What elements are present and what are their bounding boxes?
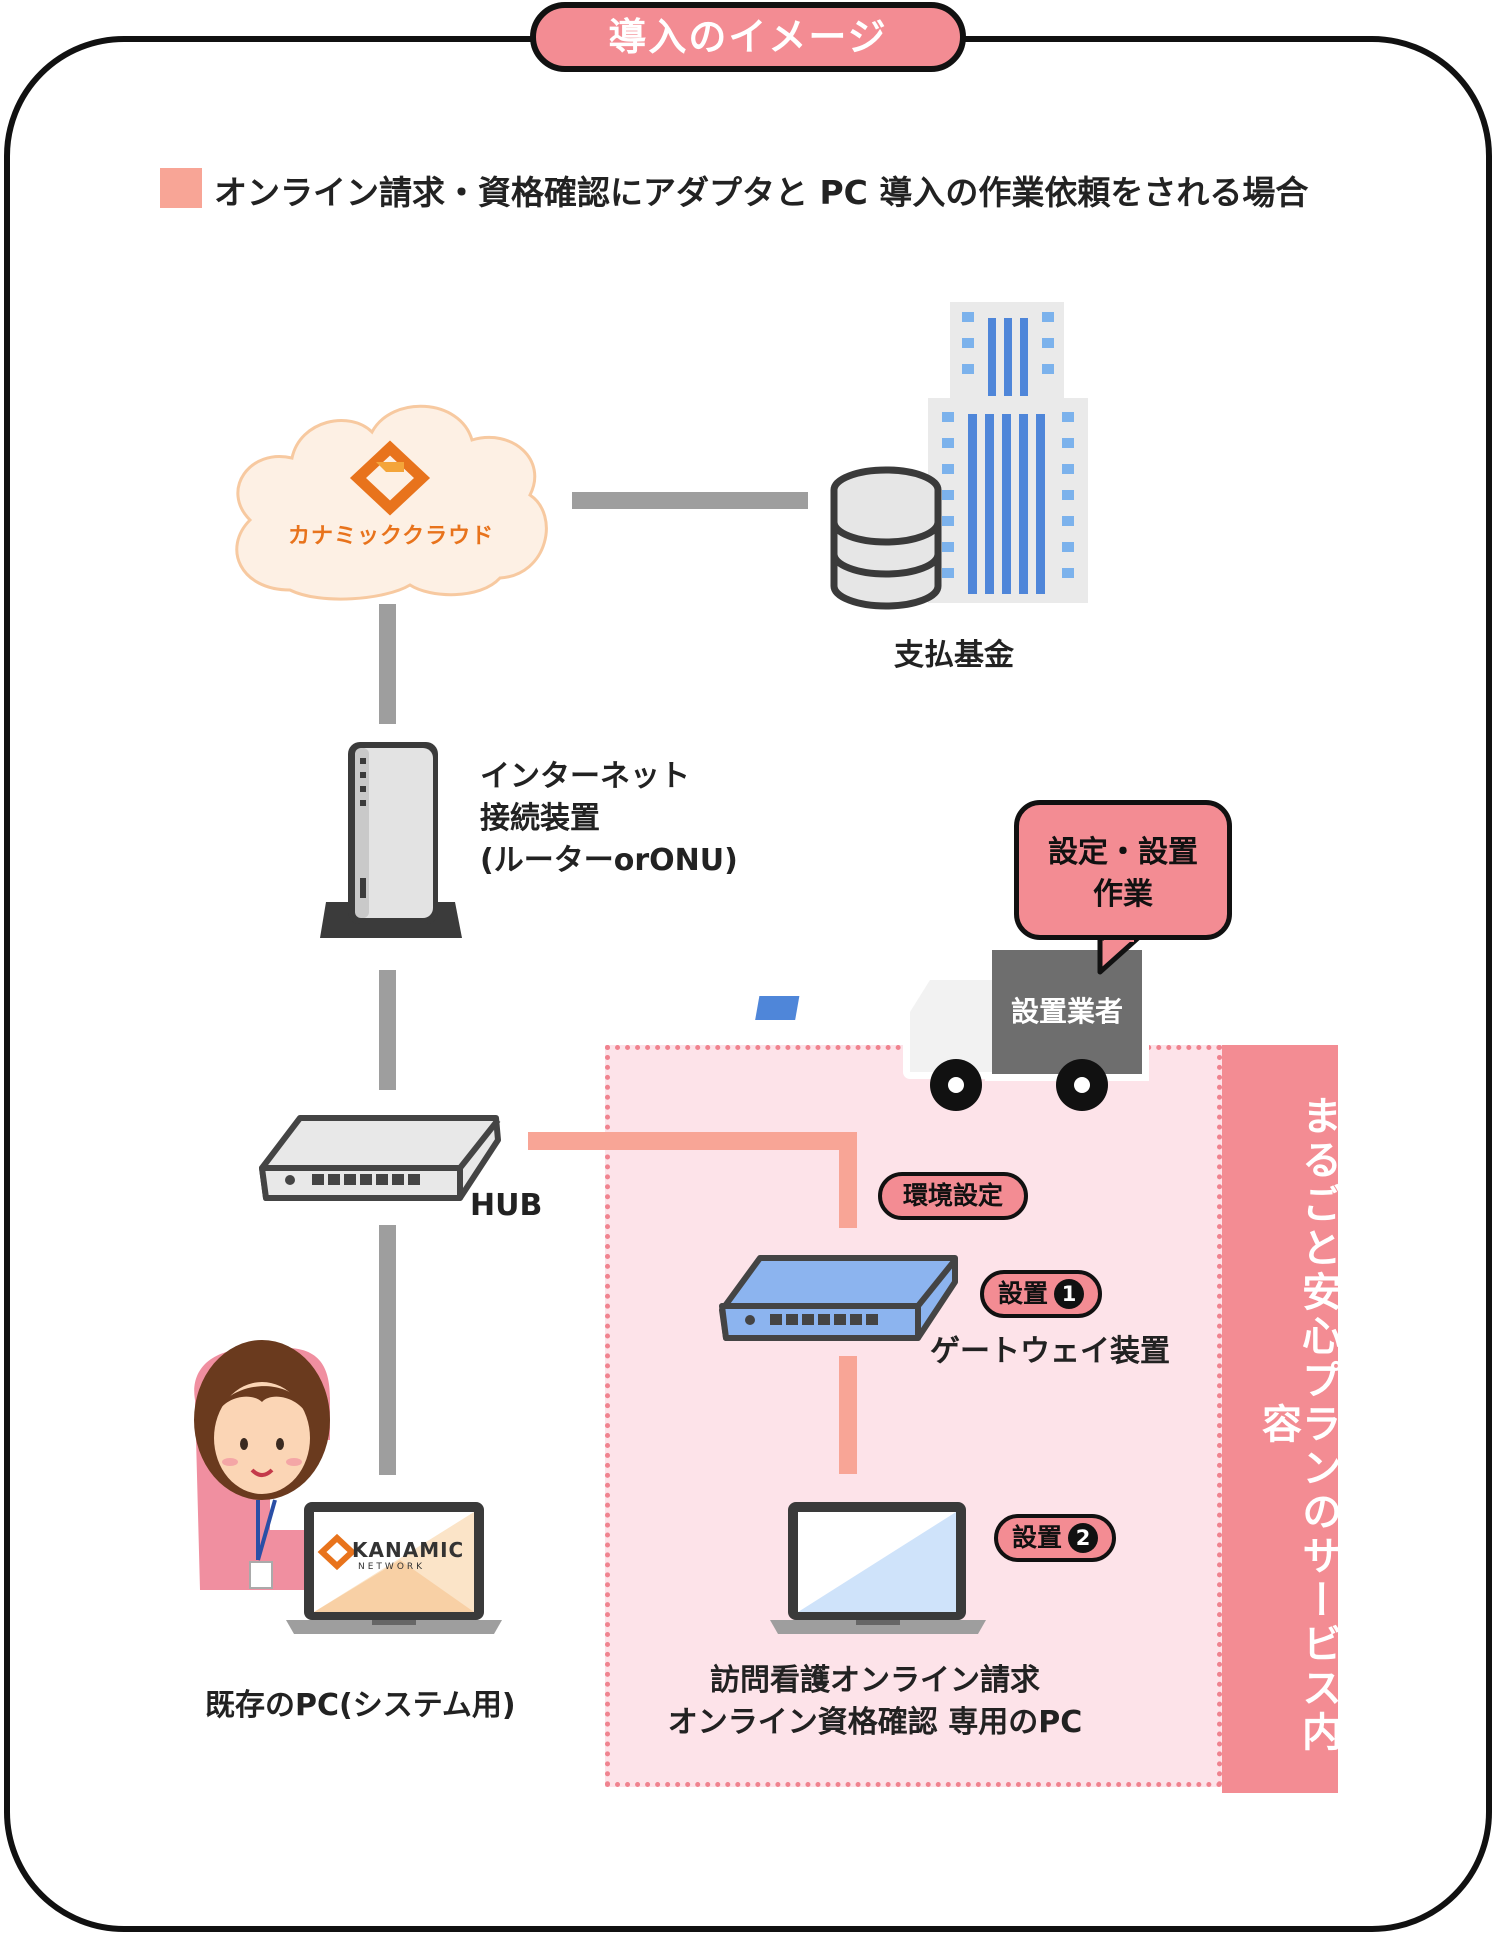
hub-icon [259,1115,501,1201]
dedicated-laptop-icon [770,1502,986,1634]
hub-label: HUB [470,1188,543,1223]
dedicated-pc-label: 訪問看護オンライン請求 オンライン資格確認 専用のPC [640,1660,1110,1744]
router-label-line: 接続装置 [480,801,600,836]
page-title: 導入のイメージ [530,2,966,72]
router-label: インターネット 接続装置 (ルーターorONU) [480,756,738,882]
laptop-screen-brand: KANAMIC [352,1538,465,1562]
legend-text: オンライン請求・資格確認にアダプタと PC 導入の作業依頼をされる場合 [214,173,1309,212]
service-band [1222,1045,1338,1793]
router-icon [320,742,462,938]
dedicated-pc-label-line: オンライン資格確認 専用のPC [667,1705,1083,1740]
truck-icon [755,943,1149,1111]
connector-cloud-fund [572,492,808,509]
connector-lines-gray [379,492,808,1475]
connector-hub-gateway-v [839,1132,857,1228]
existing-laptop-icon [286,1502,502,1634]
database-icon [830,466,942,610]
gateway-label: ゲートウェイ装置 [930,1334,1170,1369]
cloud-icon [235,404,548,601]
cloud-label: カナミッククラウド [288,524,495,549]
connector-hub-pc [379,1225,396,1475]
install-2-text: 設置 [1011,1523,1062,1552]
router-label-line: (ルーターorONU) [480,843,738,878]
speech-bubble-line: 作業 [1093,877,1153,912]
truck-label: 設置業者 [1010,995,1123,1028]
speech-bubble-text: 設定・設置 作業 [1014,832,1232,916]
install-1-number: 1 [1054,1279,1084,1309]
connector-lines-salmon [528,1132,857,1474]
person-icon [194,1340,330,1590]
gateway-icon [719,1255,958,1341]
env-setup-tag: 環境設定 [878,1172,1028,1220]
dedicated-pc-label-line: 訪問看護オンライン請求 [710,1663,1040,1698]
install-1-text: 設置 [997,1279,1048,1308]
service-band-label: まるごと安心プランのサービス内容 [1255,1095,1341,1755]
connector-router-hub [379,970,396,1090]
legend-swatch [160,168,202,208]
service-zone [605,1045,1222,1787]
connector-hub-gateway-h [528,1132,857,1150]
speech-bubble [1014,800,1232,940]
laptop-screen-sub: NETWORK [358,1562,426,1572]
existing-pc-label: 既存のPC(システム用) [205,1688,516,1723]
install-2-number: 2 [1068,1523,1098,1553]
router-label-line: インターネット [480,759,690,794]
connector-gateway-pc [839,1356,857,1474]
connector-cloud-router [379,604,396,724]
speech-bubble-line: 設定・設置 [1048,835,1198,870]
fund-label: 支払基金 [894,638,1014,673]
building-icon [928,302,1088,603]
